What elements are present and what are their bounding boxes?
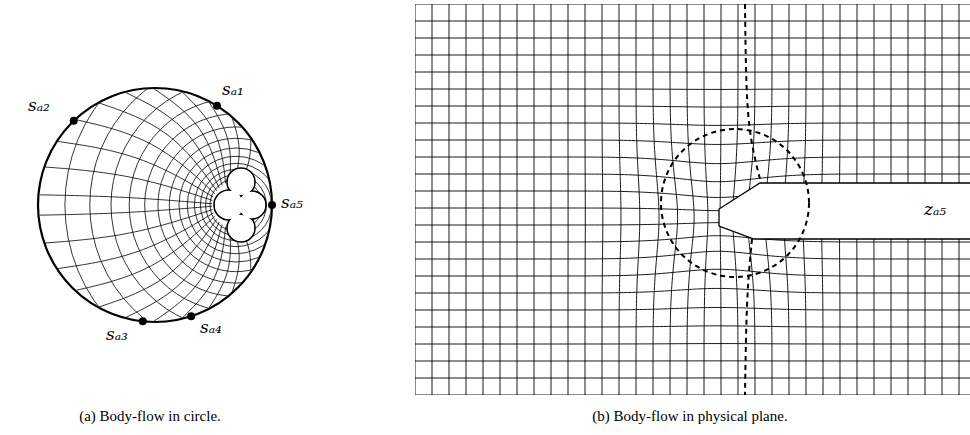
mesh-line [65,34,407,376]
mesh-line [98,103,216,191]
circle-plane [36,5,436,405]
grid-line [415,123,970,125]
grid-line [415,106,970,107]
grid-line [415,55,970,56]
grid-line [551,4,552,395]
point-label: sₐ₁ [222,80,244,100]
grid-line [602,4,604,395]
mesh-line [38,206,212,215]
grid-line [415,288,970,293]
mesh-line [169,138,302,271]
prevertex-dot [187,312,195,320]
prevertex-dot [70,117,78,125]
grid-line [415,21,970,22]
flow-mesh [36,5,436,405]
mesh-line [75,216,215,290]
subfigure-caption: (b) Body-flow in physical plane. [592,408,787,425]
body-slab [719,183,970,239]
body-fill [239,192,265,218]
grid-line [720,4,722,395]
prevertex-dot [268,201,276,209]
grid-line [653,4,659,395]
dashed-guides [661,4,809,395]
physical-plane [415,4,970,395]
grid-line [432,4,433,395]
grid-line [415,251,970,259]
mesh-line [125,92,219,188]
grid-line [415,4,970,5]
mesh-line [200,169,271,240]
grid-line [415,307,970,310]
grid-line [415,89,970,90]
grid-line [568,4,569,395]
grid-line [415,269,970,276]
grid-line [534,4,535,395]
grid-line [466,4,467,395]
mesh-line [57,141,214,197]
grid-line [415,377,970,378]
subfigure-caption: (a) Body-flow in circle. [79,408,221,425]
point-label: sₐ₂ [28,96,50,116]
mesh-line [57,213,214,269]
body-fill [215,191,243,219]
body-lobe [238,191,266,219]
point-label: zₐ₅ [924,200,946,220]
prevertex-dot [139,317,147,325]
grid-line [449,4,450,395]
grid-line [415,394,970,395]
grid-line [517,4,518,395]
mesh-line [38,195,212,204]
mesh-line [181,91,225,183]
dashed-line [745,4,761,183]
point-label: sₐ₃ [106,325,128,345]
grid-line [415,326,970,327]
point-label: sₐ₄ [200,318,222,338]
body-contour [214,168,266,242]
grid-line [670,4,678,395]
grid-line [415,174,970,182]
grid-line [619,4,621,395]
body-fill [228,215,254,241]
mesh-line [111,80,361,330]
dashed-circle [661,129,809,277]
grid-line [415,38,970,39]
mesh-line [179,148,293,262]
grid-line [585,4,586,395]
grid-line [415,4,416,395]
grid-line [415,72,970,73]
mesh-line [75,119,215,193]
mesh-line [36,5,436,405]
mesh-line [194,163,277,246]
grid-line [704,4,708,395]
point-label: sₐ₅ [281,193,303,213]
grid-line [687,4,694,395]
grid-line [636,4,640,395]
prevertex-dot [213,102,221,110]
grid-line [415,157,970,164]
body-fill [228,169,254,195]
unit-circle [38,88,272,322]
grid-line [415,360,970,361]
grid-line [483,4,484,395]
mesh-line [44,167,212,200]
mesh-line [145,114,328,297]
mesh-line [90,59,382,351]
mesh-line [158,127,314,283]
grid-line [500,4,501,395]
mesh-line [98,219,216,307]
dashed-line [745,239,752,395]
grid-line [415,343,970,344]
grid-line [415,140,970,144]
